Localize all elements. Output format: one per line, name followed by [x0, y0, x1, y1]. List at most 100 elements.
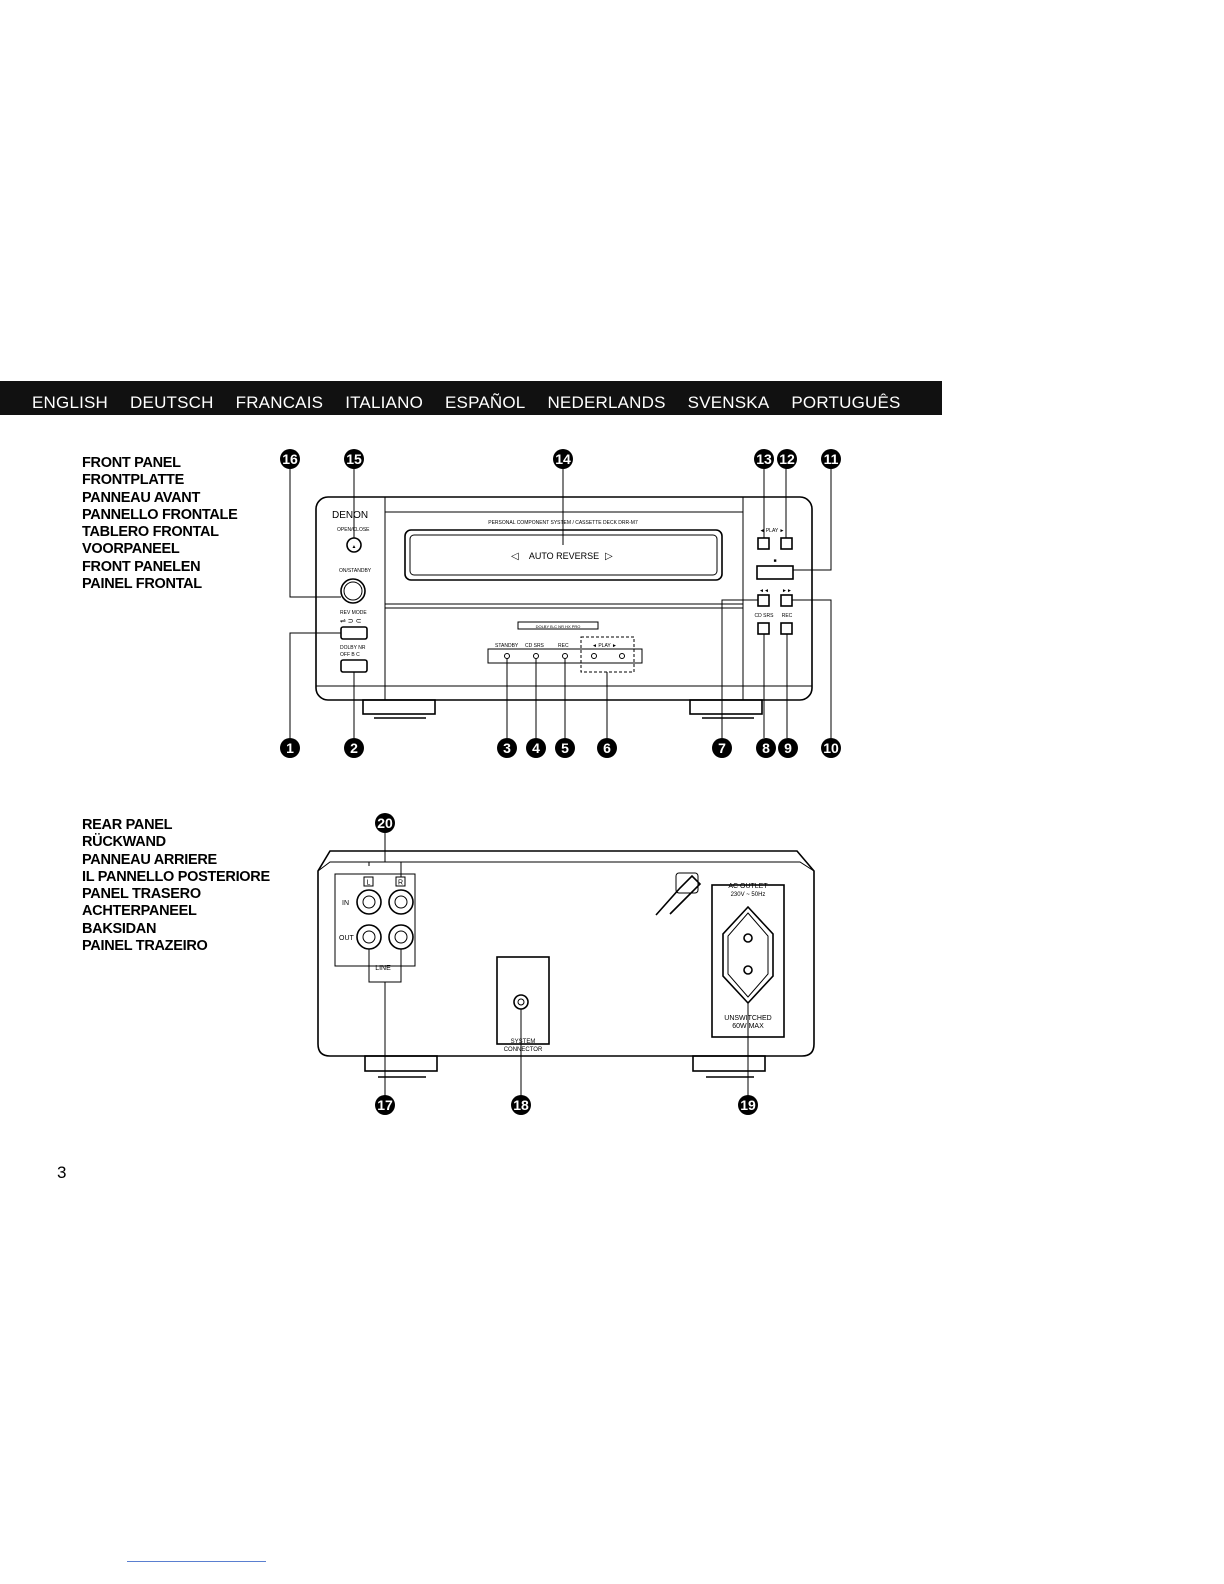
page-number: 3: [57, 1163, 67, 1182]
rec-led: [562, 653, 568, 659]
rec-button-label: REC: [782, 613, 793, 619]
stop-symbol: ■: [773, 558, 776, 564]
front-panel-titles: FRONT PANEL FRONTPLATTE PANNEAU AVANT PA…: [82, 455, 238, 593]
ac-outlet-label-2: 230V ~ 50Hz: [731, 892, 766, 898]
rewind-symbol: ◄◄: [759, 588, 769, 594]
line-label: LINE: [375, 965, 391, 972]
front-title-pt: PAINEL FRONTAL: [82, 576, 202, 593]
callout-17: 17: [375, 1095, 395, 1115]
fast-forward-button[interactable]: [780, 594, 793, 607]
ac-outlet-pin-hole-1: [743, 933, 753, 943]
svg-text:17: 17: [377, 1097, 393, 1113]
ac-outlet-pin-hole-2: [743, 965, 753, 975]
language-bar: ENGLISH DEUTSCH FRANCAIS ITALIANO ESPAÑO…: [0, 381, 942, 415]
play-indicator-label: ◄ PLAY ►: [592, 643, 617, 649]
front-title-fr: PANNEAU AVANT: [82, 489, 201, 506]
system-connector-jack[interactable]: [513, 994, 529, 1010]
rear-title-sv: BAKSIDAN: [82, 920, 157, 937]
rear-panel-titles: REAR PANEL RÜCKWAND PANNEAU ARRIERE IL P…: [82, 817, 270, 955]
play-reverse-led: [591, 653, 597, 659]
callout-14: 14: [553, 449, 573, 469]
lang-deutsch: DEUTSCH: [130, 393, 214, 412]
leader-16: [289, 468, 341, 598]
leader-11: [793, 468, 832, 571]
callout-3: 3: [497, 738, 517, 758]
rear-panel-diagram: L R IN OUT LINE SYSTEM CONNECTOR AC OUTL…: [317, 813, 815, 1115]
svg-text:19: 19: [740, 1097, 756, 1113]
auto-reverse-right-arrow: ▷: [605, 551, 613, 562]
auto-reverse-left-arrow: ◁: [511, 551, 519, 562]
rear-title-it: IL PANNELLO POSTERIORE: [82, 868, 270, 885]
svg-text:2: 2: [350, 740, 358, 756]
rear-foot-right: [692, 1055, 766, 1072]
callout-4: 4: [526, 738, 546, 758]
play-reverse-button[interactable]: [757, 537, 770, 550]
power-button[interactable]: [340, 578, 366, 604]
callout-19: 19: [738, 1095, 758, 1115]
line-jack-panel: [334, 873, 416, 967]
cd-srs-button[interactable]: [757, 622, 770, 635]
lang-svenska: SVENSKA: [687, 393, 770, 412]
line-in-l-jack[interactable]: [356, 889, 382, 915]
line-in-r-jack-core: [394, 895, 408, 909]
svg-text:4: 4: [532, 740, 540, 756]
line-out-r-jack-core: [394, 930, 408, 944]
svg-text:9: 9: [784, 740, 792, 756]
front-foot-right: [689, 699, 763, 715]
leader-10: [792, 599, 832, 738]
power-button-ring: [343, 581, 363, 601]
system-connector-label-2: CONNECTOR: [504, 1047, 543, 1053]
line-out-l-jack[interactable]: [356, 924, 382, 950]
svg-text:16: 16: [282, 451, 298, 467]
rec-indicator-label: REC: [558, 643, 569, 649]
dolby-nr-switch[interactable]: [340, 659, 368, 673]
fast-forward-symbol: ►►: [782, 588, 792, 594]
rev-mode-switch[interactable]: [340, 626, 368, 640]
rear-title-nl: ACHTERPANEEL: [82, 903, 197, 920]
svg-text:1: 1: [286, 740, 294, 756]
callout-12: 12: [777, 449, 797, 469]
power-cord: [655, 874, 702, 916]
callout-18: 18: [511, 1095, 531, 1115]
svg-text:5: 5: [561, 740, 569, 756]
svg-text:7: 7: [718, 740, 726, 756]
rear-title-fr: PANNEAU ARRIERE: [82, 851, 217, 868]
lang-english: ENGLISH: [32, 393, 109, 412]
lang-nederlands: NEDERLANDS: [547, 393, 666, 412]
rewind-button[interactable]: [757, 594, 770, 607]
callout-5: 5: [555, 738, 575, 758]
line-in-r-jack[interactable]: [388, 889, 414, 915]
front-title-en: FRONT PANEL: [82, 455, 181, 471]
callout-20: 20: [375, 813, 395, 833]
callout-8: 8: [756, 738, 776, 758]
channel-l-box: [363, 876, 374, 887]
play-forward-button[interactable]: [780, 537, 793, 550]
rear-title-de: RÜCKWAND: [82, 834, 166, 851]
svg-text:14: 14: [555, 451, 571, 467]
front-title-nl: VOORPANEEL: [82, 541, 180, 558]
svg-text:12: 12: [779, 451, 795, 467]
rear-body-outline: [317, 850, 815, 1057]
rec-button[interactable]: [780, 622, 793, 635]
front-title-it: PANNELLO FRONTALE: [82, 506, 238, 523]
callout-16: 16: [280, 449, 300, 469]
ac-outlet-socket[interactable]: [722, 905, 774, 1005]
callout-1: 1: [280, 738, 300, 758]
line-bracket-top: [368, 861, 402, 877]
stop-button[interactable]: [756, 565, 794, 580]
on-standby-label: ON/STANDBY: [339, 568, 372, 574]
standby-indicator-label: STANDBY: [495, 643, 519, 649]
callout-6: 6: [597, 738, 617, 758]
svg-text:3: 3: [503, 740, 511, 756]
rear-title-pt: PAINEL TRAZEIRO: [82, 938, 208, 955]
line-out-r-jack[interactable]: [388, 924, 414, 950]
svg-text:8: 8: [762, 740, 770, 756]
footer-link-line: [127, 1561, 266, 1562]
leader-7: [721, 599, 758, 738]
channel-r-label: R: [398, 880, 403, 887]
line-in-l-jack-core: [362, 895, 376, 909]
callout-10: 10: [821, 738, 841, 758]
system-connector-jack-core: [517, 998, 525, 1006]
rear-foot-left: [364, 1055, 438, 1072]
